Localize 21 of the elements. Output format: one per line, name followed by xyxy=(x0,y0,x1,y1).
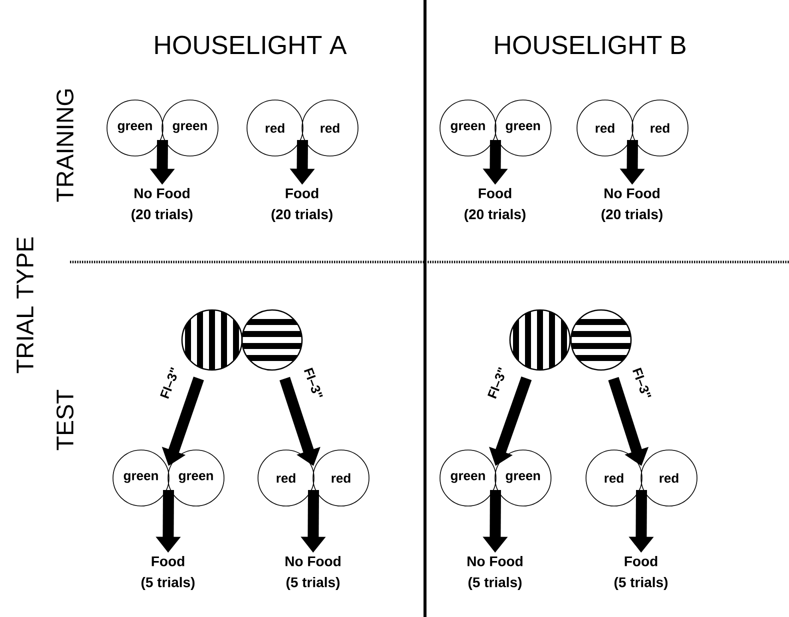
striped-circle xyxy=(570,309,632,371)
row-heading: TRAINING xyxy=(56,89,74,202)
edge-label: FI–3" xyxy=(304,368,323,398)
outcome-text: Food (5 trials) xyxy=(141,556,195,590)
column-heading: HOUSELIGHT B xyxy=(495,36,686,54)
row-heading: TEST xyxy=(56,390,74,450)
edge-label: FI–3" xyxy=(160,367,177,399)
outcome-text: No Food (20 trials) xyxy=(132,188,192,222)
outcome-text: Food (20 trials) xyxy=(464,188,526,222)
axis-heading: TRIAL TYPE xyxy=(16,237,34,374)
edge-label: FI–3" xyxy=(488,367,504,399)
outcome-text: No Food (5 trials) xyxy=(468,556,522,590)
outcome-text: No Food (20 trials) xyxy=(602,188,662,222)
outcome-text: Food (20 trials) xyxy=(272,188,332,222)
striped-circle xyxy=(509,309,571,371)
striped-circle xyxy=(181,309,243,371)
outcome-text: Food (5 trials) xyxy=(614,556,668,590)
edge-label: FI–3" xyxy=(632,368,652,398)
striped-circle xyxy=(241,309,303,371)
column-heading: HOUSELIGHT A xyxy=(155,36,347,54)
outcome-text: No Food (5 trials) xyxy=(286,556,340,590)
